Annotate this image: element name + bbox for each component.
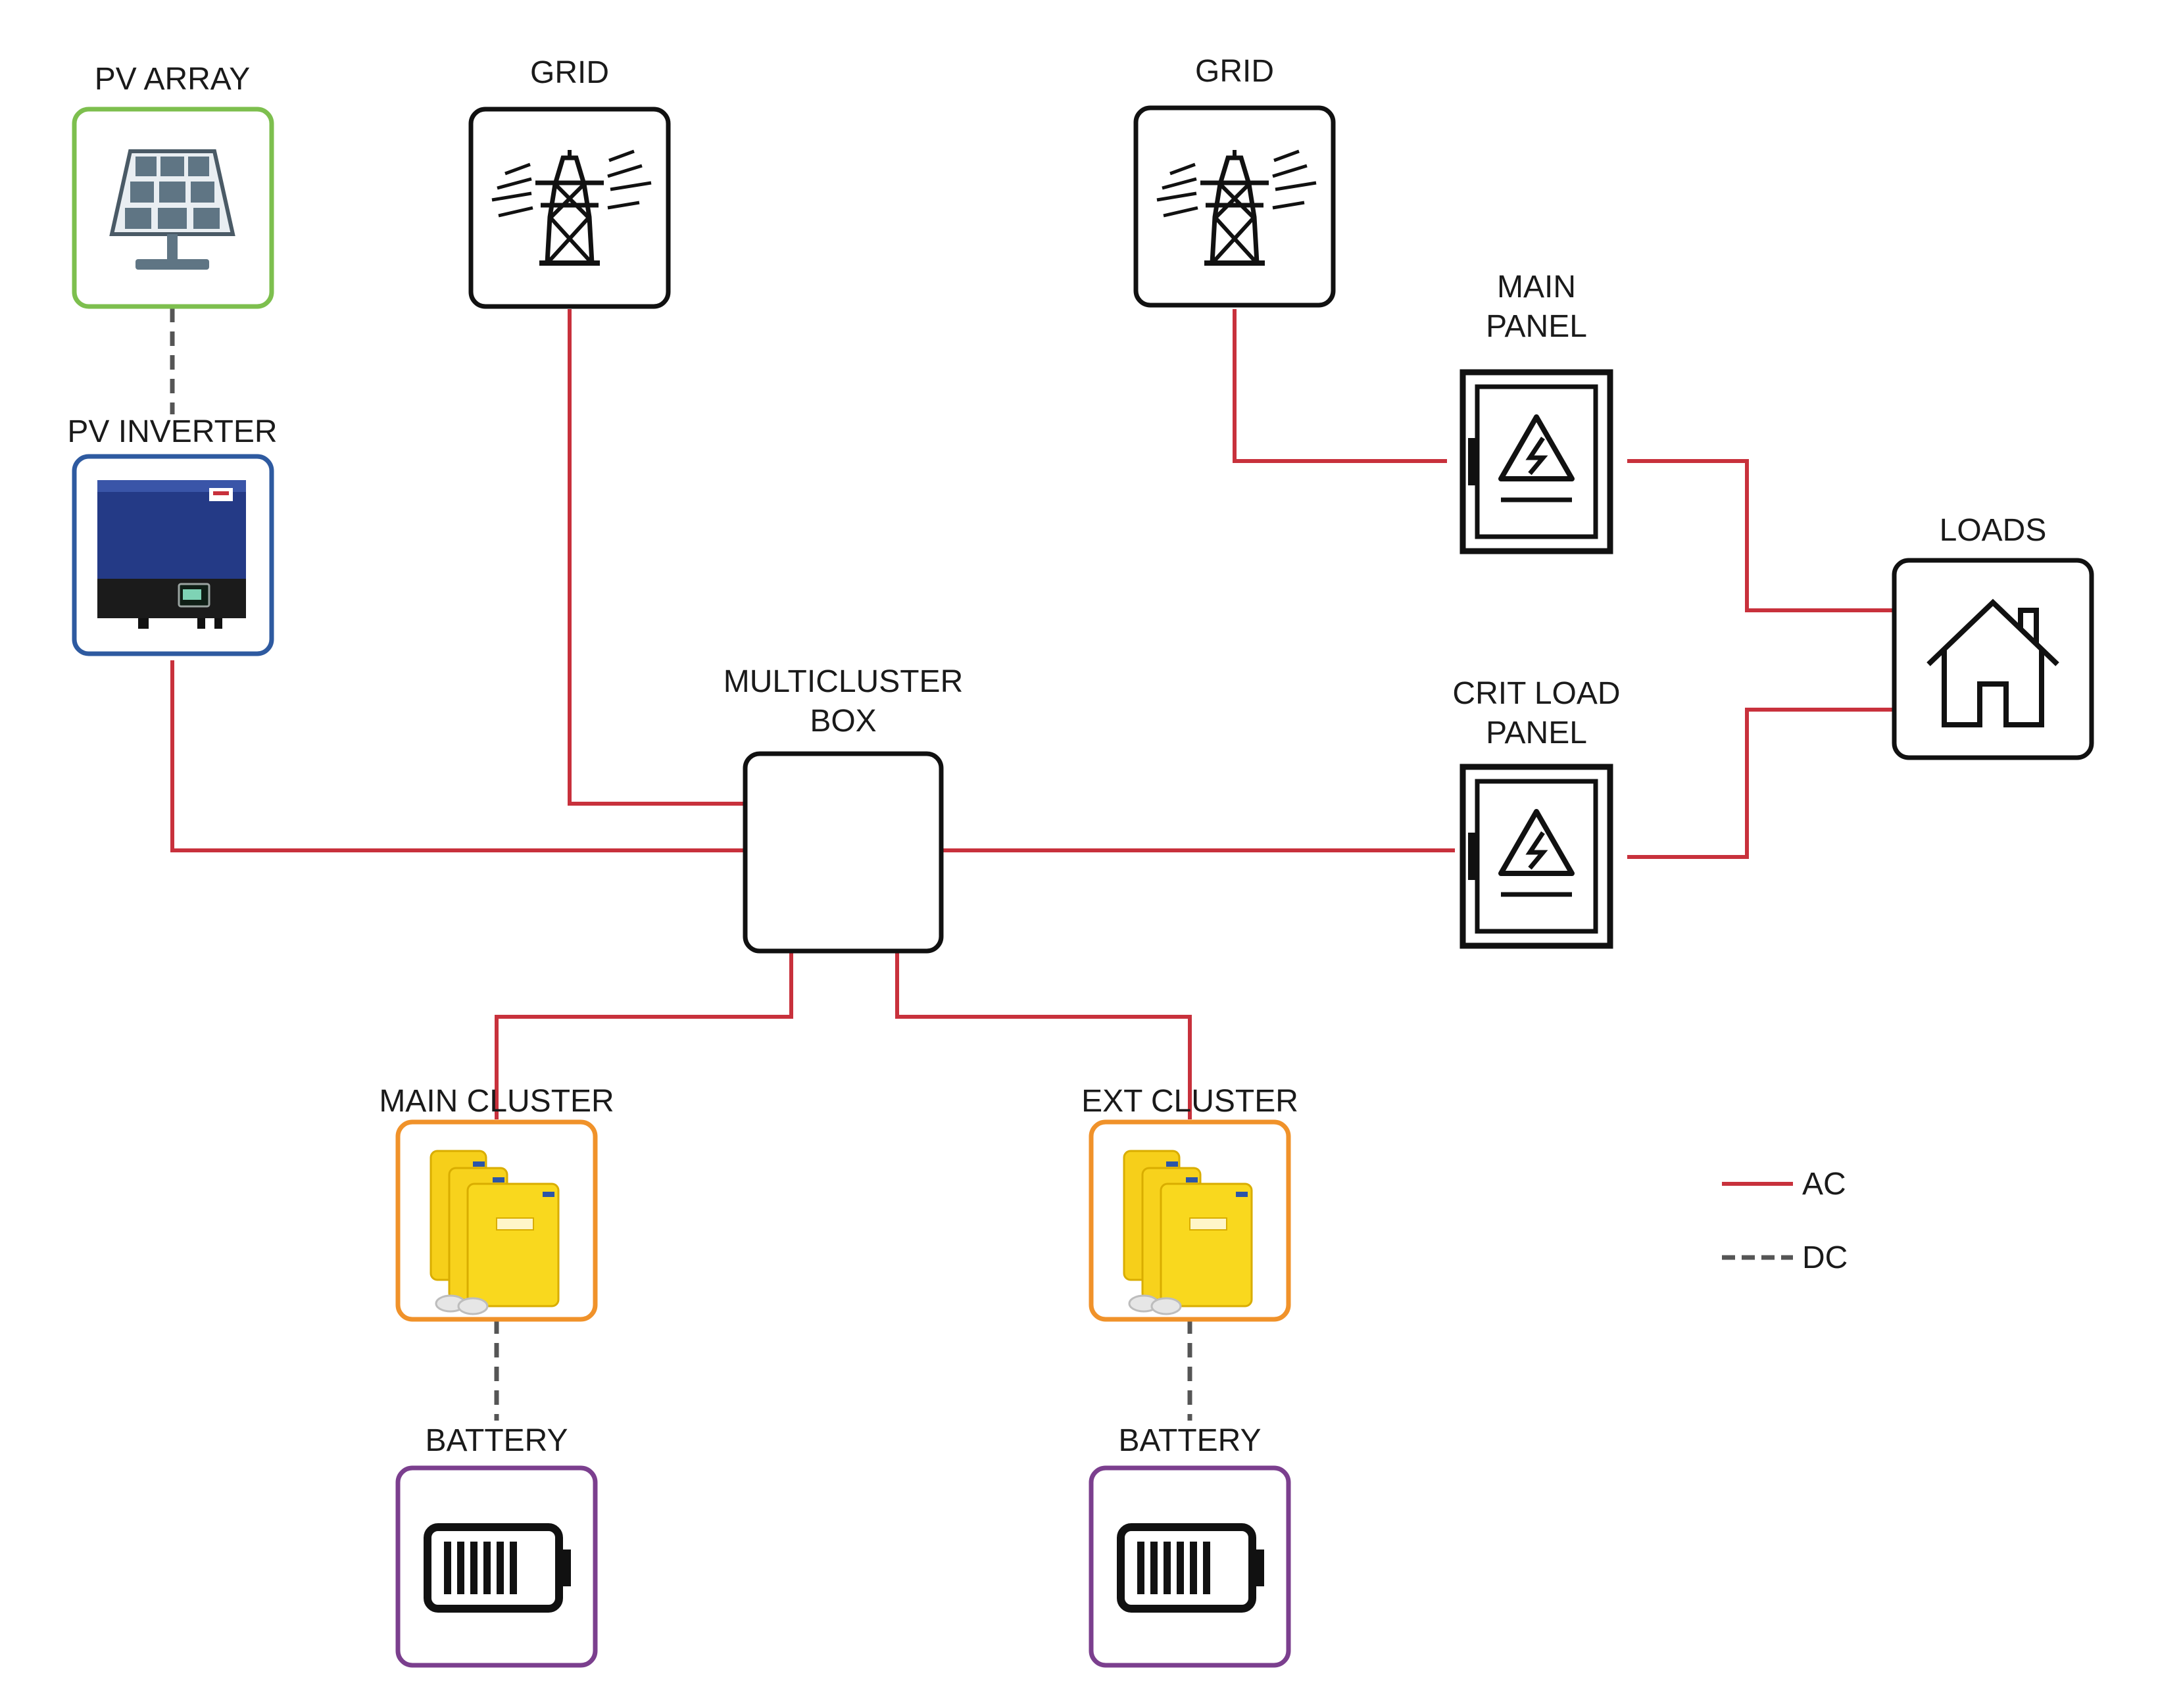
pv-array-node[interactable]: PV ARRAY [72, 62, 274, 309]
crit-load-panel-node[interactable]: CRIT LOAD PANEL [1452, 676, 1621, 946]
pv-array-label: PV ARRAY [95, 62, 251, 97]
grid-right-node[interactable]: GRID [1133, 54, 1336, 308]
ext-cluster-label: EXT CLUSTER [1081, 1084, 1298, 1119]
grid-right-label: GRID [1195, 54, 1274, 89]
loads-label: LOADS [1940, 513, 2047, 548]
ac-line-grid-to-multicluster [568, 309, 745, 806]
ac-line-pv-inverter-to-multicluster [170, 660, 745, 852]
legend-ac-label: AC [1802, 1167, 1846, 1202]
multicluster-box [743, 751, 944, 954]
multicluster-box-label-line2: BOX [810, 704, 876, 739]
multicluster-box-label-line1: MULTICLUSTER [723, 664, 963, 699]
ac-line-multicluster-to-main-cluster [495, 952, 793, 1119]
grid-left-box [468, 107, 671, 309]
grid-left-node[interactable]: GRID [468, 55, 671, 309]
ac-line-multicluster-to-ext-cluster [895, 952, 1192, 1119]
legend: AC DC [1722, 1167, 1848, 1275]
house-icon [1926, 598, 2059, 727]
electrical-panel-icon [1463, 372, 1610, 551]
battery-ext-label: BATTERY [1119, 1423, 1262, 1458]
main-cluster-node[interactable]: MAIN CLUSTER [379, 1084, 614, 1322]
crit-load-panel-label-line2: PANEL [1486, 716, 1587, 750]
electrical-panel-icon [1463, 767, 1610, 946]
loads-box [1892, 558, 2094, 760]
ac-line-crit-load-panel-to-loads [1627, 708, 1894, 859]
battery-ext-node[interactable]: BATTERY [1089, 1423, 1291, 1668]
crit-load-panel-label-line1: CRIT LOAD [1452, 676, 1620, 711]
ac-line-main-panel-to-loads [1627, 459, 1894, 612]
main-cluster-label: MAIN CLUSTER [379, 1084, 614, 1119]
main-panel-label-line2: PANEL [1486, 309, 1587, 344]
multicluster-box-node[interactable]: MULTICLUSTER BOX [723, 664, 963, 954]
main-panel-label-line1: MAIN [1497, 270, 1576, 305]
pv-inverter-label: PV INVERTER [67, 414, 277, 449]
loads-node[interactable]: LOADS [1892, 513, 2094, 760]
ac-line-grid-to-main-panel [1233, 309, 1447, 463]
pv-inverter-node[interactable]: PV INVERTER [67, 414, 278, 656]
main-panel-node[interactable]: MAIN PANEL [1463, 270, 1610, 551]
battery-main-node[interactable]: BATTERY [395, 1423, 598, 1668]
inverter-icon [97, 480, 246, 629]
ext-cluster-node[interactable]: EXT CLUSTER [1081, 1084, 1298, 1322]
legend-dc-label: DC [1802, 1240, 1848, 1275]
solar-panel-icon [109, 149, 235, 270]
grid-left-label: GRID [530, 55, 609, 90]
battery-main-label: BATTERY [426, 1423, 568, 1458]
